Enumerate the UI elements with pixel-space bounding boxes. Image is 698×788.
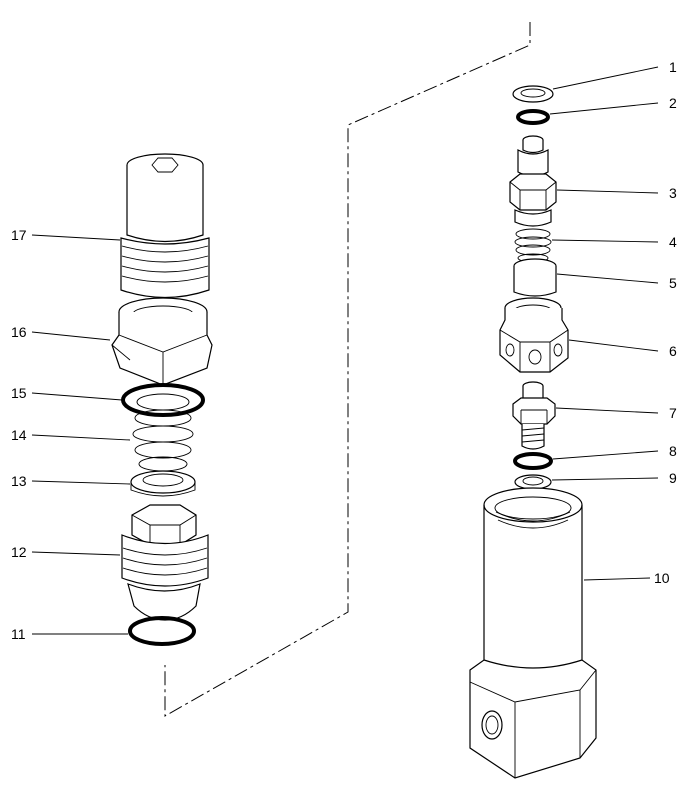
fitting-12 bbox=[121, 504, 209, 621]
plug-17 bbox=[120, 153, 210, 299]
callout-17: 17 bbox=[11, 227, 27, 243]
callout-9: 9 bbox=[669, 470, 677, 486]
callout-5: 5 bbox=[669, 275, 677, 291]
spring-4 bbox=[514, 228, 552, 263]
hex-body-6 bbox=[499, 297, 569, 373]
callout-7: 7 bbox=[669, 405, 677, 421]
callout-13: 13 bbox=[11, 473, 27, 489]
right-assembly bbox=[469, 85, 597, 779]
callout-16: 16 bbox=[11, 324, 27, 340]
washer-9 bbox=[514, 474, 552, 490]
callout-14: 14 bbox=[11, 427, 27, 443]
callout-12: 12 bbox=[11, 544, 27, 560]
callout-11: 11 bbox=[11, 626, 26, 642]
valve-body-3 bbox=[509, 135, 557, 227]
o-ring-2 bbox=[516, 109, 550, 125]
callout-3: 3 bbox=[669, 185, 677, 201]
assembly-guide-line bbox=[164, 22, 531, 717]
o-ring-15 bbox=[121, 383, 205, 417]
sleeve-5 bbox=[513, 258, 557, 297]
o-ring-11 bbox=[128, 616, 196, 646]
leader-lines bbox=[31, 66, 659, 635]
callout-1: 1 bbox=[669, 59, 677, 75]
callout-labels: 1 2 3 4 5 6 7 8 9 10 11 12 13 14 15 16 1… bbox=[11, 59, 677, 642]
callout-4: 4 bbox=[669, 234, 677, 250]
callout-2: 2 bbox=[669, 95, 677, 111]
hex-nut-16 bbox=[111, 297, 213, 386]
callout-8: 8 bbox=[669, 443, 677, 459]
callout-6: 6 bbox=[669, 343, 677, 359]
washer-1 bbox=[512, 85, 554, 103]
callout-10: 10 bbox=[654, 570, 670, 586]
spring-14 bbox=[132, 393, 194, 472]
fitting-7 bbox=[512, 381, 556, 450]
washer-13 bbox=[130, 470, 196, 497]
housing-10 bbox=[469, 487, 597, 779]
callout-15: 15 bbox=[11, 385, 27, 401]
left-assembly bbox=[111, 153, 213, 646]
o-ring-8 bbox=[513, 452, 553, 470]
